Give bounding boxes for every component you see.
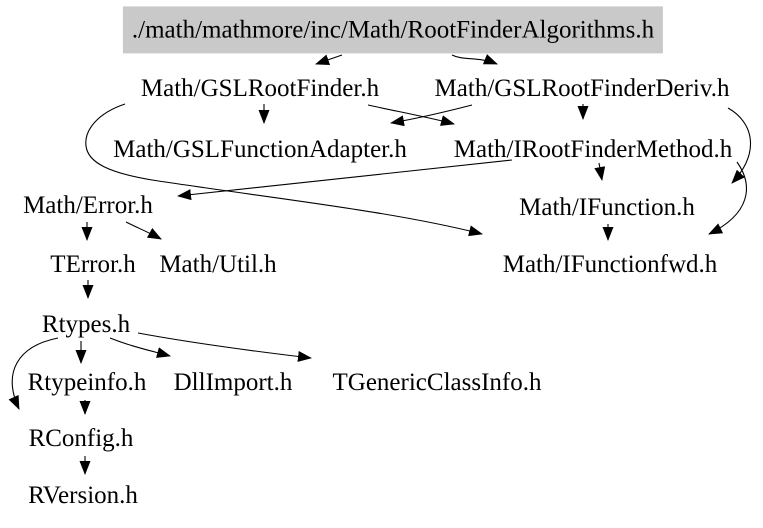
- edge-rtypes-to-rconfig: [8, 337, 59, 410]
- node-gslfunctionadapter[interactable]: Math/GSLFunctionAdapter.h: [113, 135, 407, 163]
- edge-gslrootfinderderiv-to-ifunction: [727, 107, 752, 184]
- node-util[interactable]: Math/Util.h: [159, 250, 277, 278]
- edge-rtypes-to-tgenericclassinfo: [137, 332, 312, 362]
- edge-gslrootfinder-to-ifunctionfwd: [85, 103, 483, 237]
- node-error[interactable]: Math/Error.h: [23, 191, 153, 219]
- node-ifunctionfwd[interactable]: Math/IFunctionfwd.h: [502, 250, 718, 278]
- edge-root-to-gslrootfinderderiv: [451, 54, 498, 65]
- node-irootfindermethod[interactable]: Math/IRootFinderMethod.h: [453, 135, 733, 163]
- edge-rtypes-to-dllimport: [109, 337, 171, 358]
- edge-irootfindermethod-to-error: [177, 159, 513, 201]
- node-rtypeinfo[interactable]: Rtypeinfo.h: [27, 368, 147, 396]
- node-rconfig[interactable]: RConfig.h: [28, 424, 134, 452]
- node-gslrootfinder[interactable]: Math/GSLRootFinder.h: [140, 74, 380, 102]
- node-tgenericclassinfo[interactable]: TGenericClassInfo.h: [332, 368, 542, 396]
- node-rversion[interactable]: RVersion.h: [28, 481, 138, 509]
- edge-error-to-util: [125, 221, 162, 240]
- node-ifunction[interactable]: Math/IFunction.h: [519, 193, 695, 221]
- node-rtypes[interactable]: Rtypes.h: [41, 310, 131, 338]
- edge-root-to-gslrootfinder: [315, 54, 343, 65]
- node-dllimport[interactable]: DllImport.h: [173, 368, 293, 396]
- edge-gslrootfinderderiv-to-gslfunctionadapter: [390, 104, 473, 127]
- edge-irootfindermethod-to-ifunction: [594, 162, 606, 181]
- edge-irootfindermethod-to-ifunctionfwd: [708, 161, 747, 235]
- node-rootfinderalgorithms: ./math/mathmore/inc/Math/RootFinderAlgor…: [122, 6, 664, 54]
- node-terror[interactable]: TError.h: [50, 250, 136, 278]
- node-gslrootfinderderiv[interactable]: Math/GSLRootFinderDeriv.h: [434, 74, 730, 102]
- edge-gslrootfinder-to-irootfindermethod: [367, 104, 455, 126]
